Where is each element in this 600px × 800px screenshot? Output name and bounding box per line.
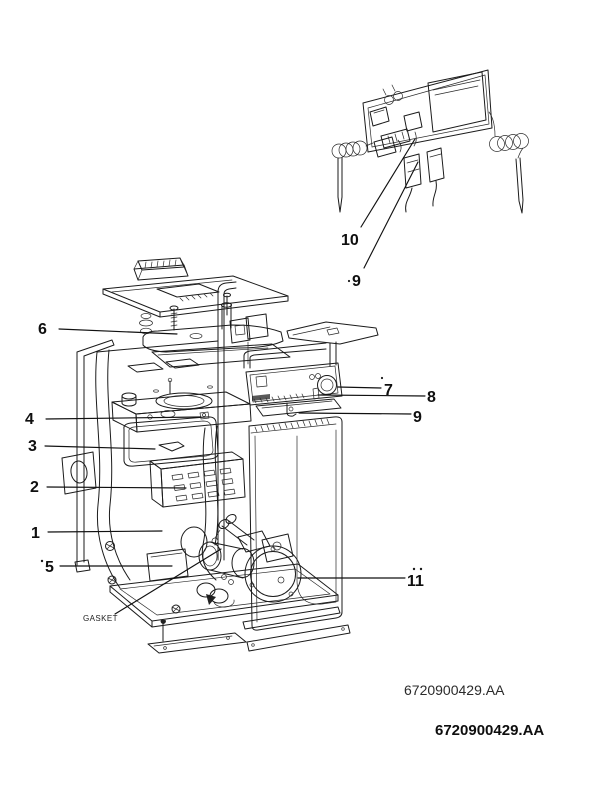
leader-line-3 <box>44 445 156 450</box>
callout-1: 1 <box>31 525 40 542</box>
control-knob <box>317 375 337 395</box>
control-unit-rear-assembly <box>331 69 529 214</box>
footer-references: 6720900429.AA 6720900429.AA <box>404 682 544 739</box>
rear-bracket-panel <box>286 321 379 345</box>
control-panel-front <box>245 362 343 417</box>
cable-connector-a <box>403 153 422 213</box>
gasket-label: GASKET <box>83 614 118 623</box>
fan-housing-flange <box>244 545 302 603</box>
leader-line-6 <box>58 328 178 335</box>
control-chassis-box <box>427 71 487 133</box>
leader-line-gasket <box>114 548 222 615</box>
callout-6: 6 <box>38 321 47 338</box>
display-window <box>255 375 268 388</box>
burner-assembly <box>149 451 246 508</box>
insulation-block <box>127 362 164 373</box>
document-number-bold: 6720900429.AA <box>435 722 544 739</box>
insulation-block <box>165 358 200 369</box>
callout-4: 4 <box>25 411 34 428</box>
left-casing-frame <box>74 339 115 573</box>
panel-switch <box>312 387 320 400</box>
retaining-clip <box>286 402 297 417</box>
sensor-probe-right <box>515 157 524 214</box>
callout-8: 8 <box>427 389 436 406</box>
bottom-trim-strips <box>242 606 351 652</box>
document-number-light: 6720900429.AA <box>404 682 505 698</box>
print-specks <box>40 279 423 571</box>
leader-line-10 <box>360 138 416 228</box>
thermostat-components <box>369 84 423 158</box>
sensor-probe-left <box>337 157 343 213</box>
casing-side-wrap <box>95 340 221 589</box>
capillary-coil-right <box>488 111 529 214</box>
leader-line-9-cable <box>363 161 419 269</box>
fan-pump-assembly <box>196 513 302 604</box>
callout-3: 3 <box>28 438 37 455</box>
leader-line-4 <box>45 416 202 420</box>
door-handle <box>158 441 185 452</box>
panel-shelf <box>255 398 342 417</box>
frame-rails <box>217 281 337 561</box>
cable-connector-b <box>426 147 445 207</box>
bottom-tray-part5 <box>146 548 189 582</box>
top-cover-panel <box>102 275 289 318</box>
callout-9-cable: 9 <box>352 273 361 290</box>
leader-line-8 <box>317 394 426 397</box>
leader-line-1 <box>47 530 163 533</box>
callout-9-panel: 9 <box>413 409 422 426</box>
top-casting-plate <box>127 302 291 373</box>
leader-line-7 <box>337 386 382 389</box>
right-side-panel <box>248 416 343 631</box>
callout-10: 10 <box>341 232 359 249</box>
flue-collar <box>133 257 189 281</box>
side-plate-with-oval-hole <box>61 451 97 495</box>
base-cover-plate <box>147 620 247 654</box>
leader-line-9-panel <box>298 412 412 415</box>
leader-line-2 <box>46 486 187 489</box>
heat-exchanger-block <box>111 377 252 433</box>
callout-11: 11 <box>407 573 424 590</box>
cover-vent-hole <box>156 283 220 298</box>
callout-5: 5 <box>45 559 54 576</box>
callout-labels: 6 4 3 2 1 5 7 8 9 9 10 11 GASKET <box>25 232 436 623</box>
capillary-coil-left <box>331 140 374 213</box>
callout-2: 2 <box>30 479 39 496</box>
combustion-chamber-door <box>123 416 219 467</box>
small-mounting-plates <box>229 313 269 365</box>
leader-lines <box>44 138 426 615</box>
callout-7: 7 <box>384 382 393 399</box>
